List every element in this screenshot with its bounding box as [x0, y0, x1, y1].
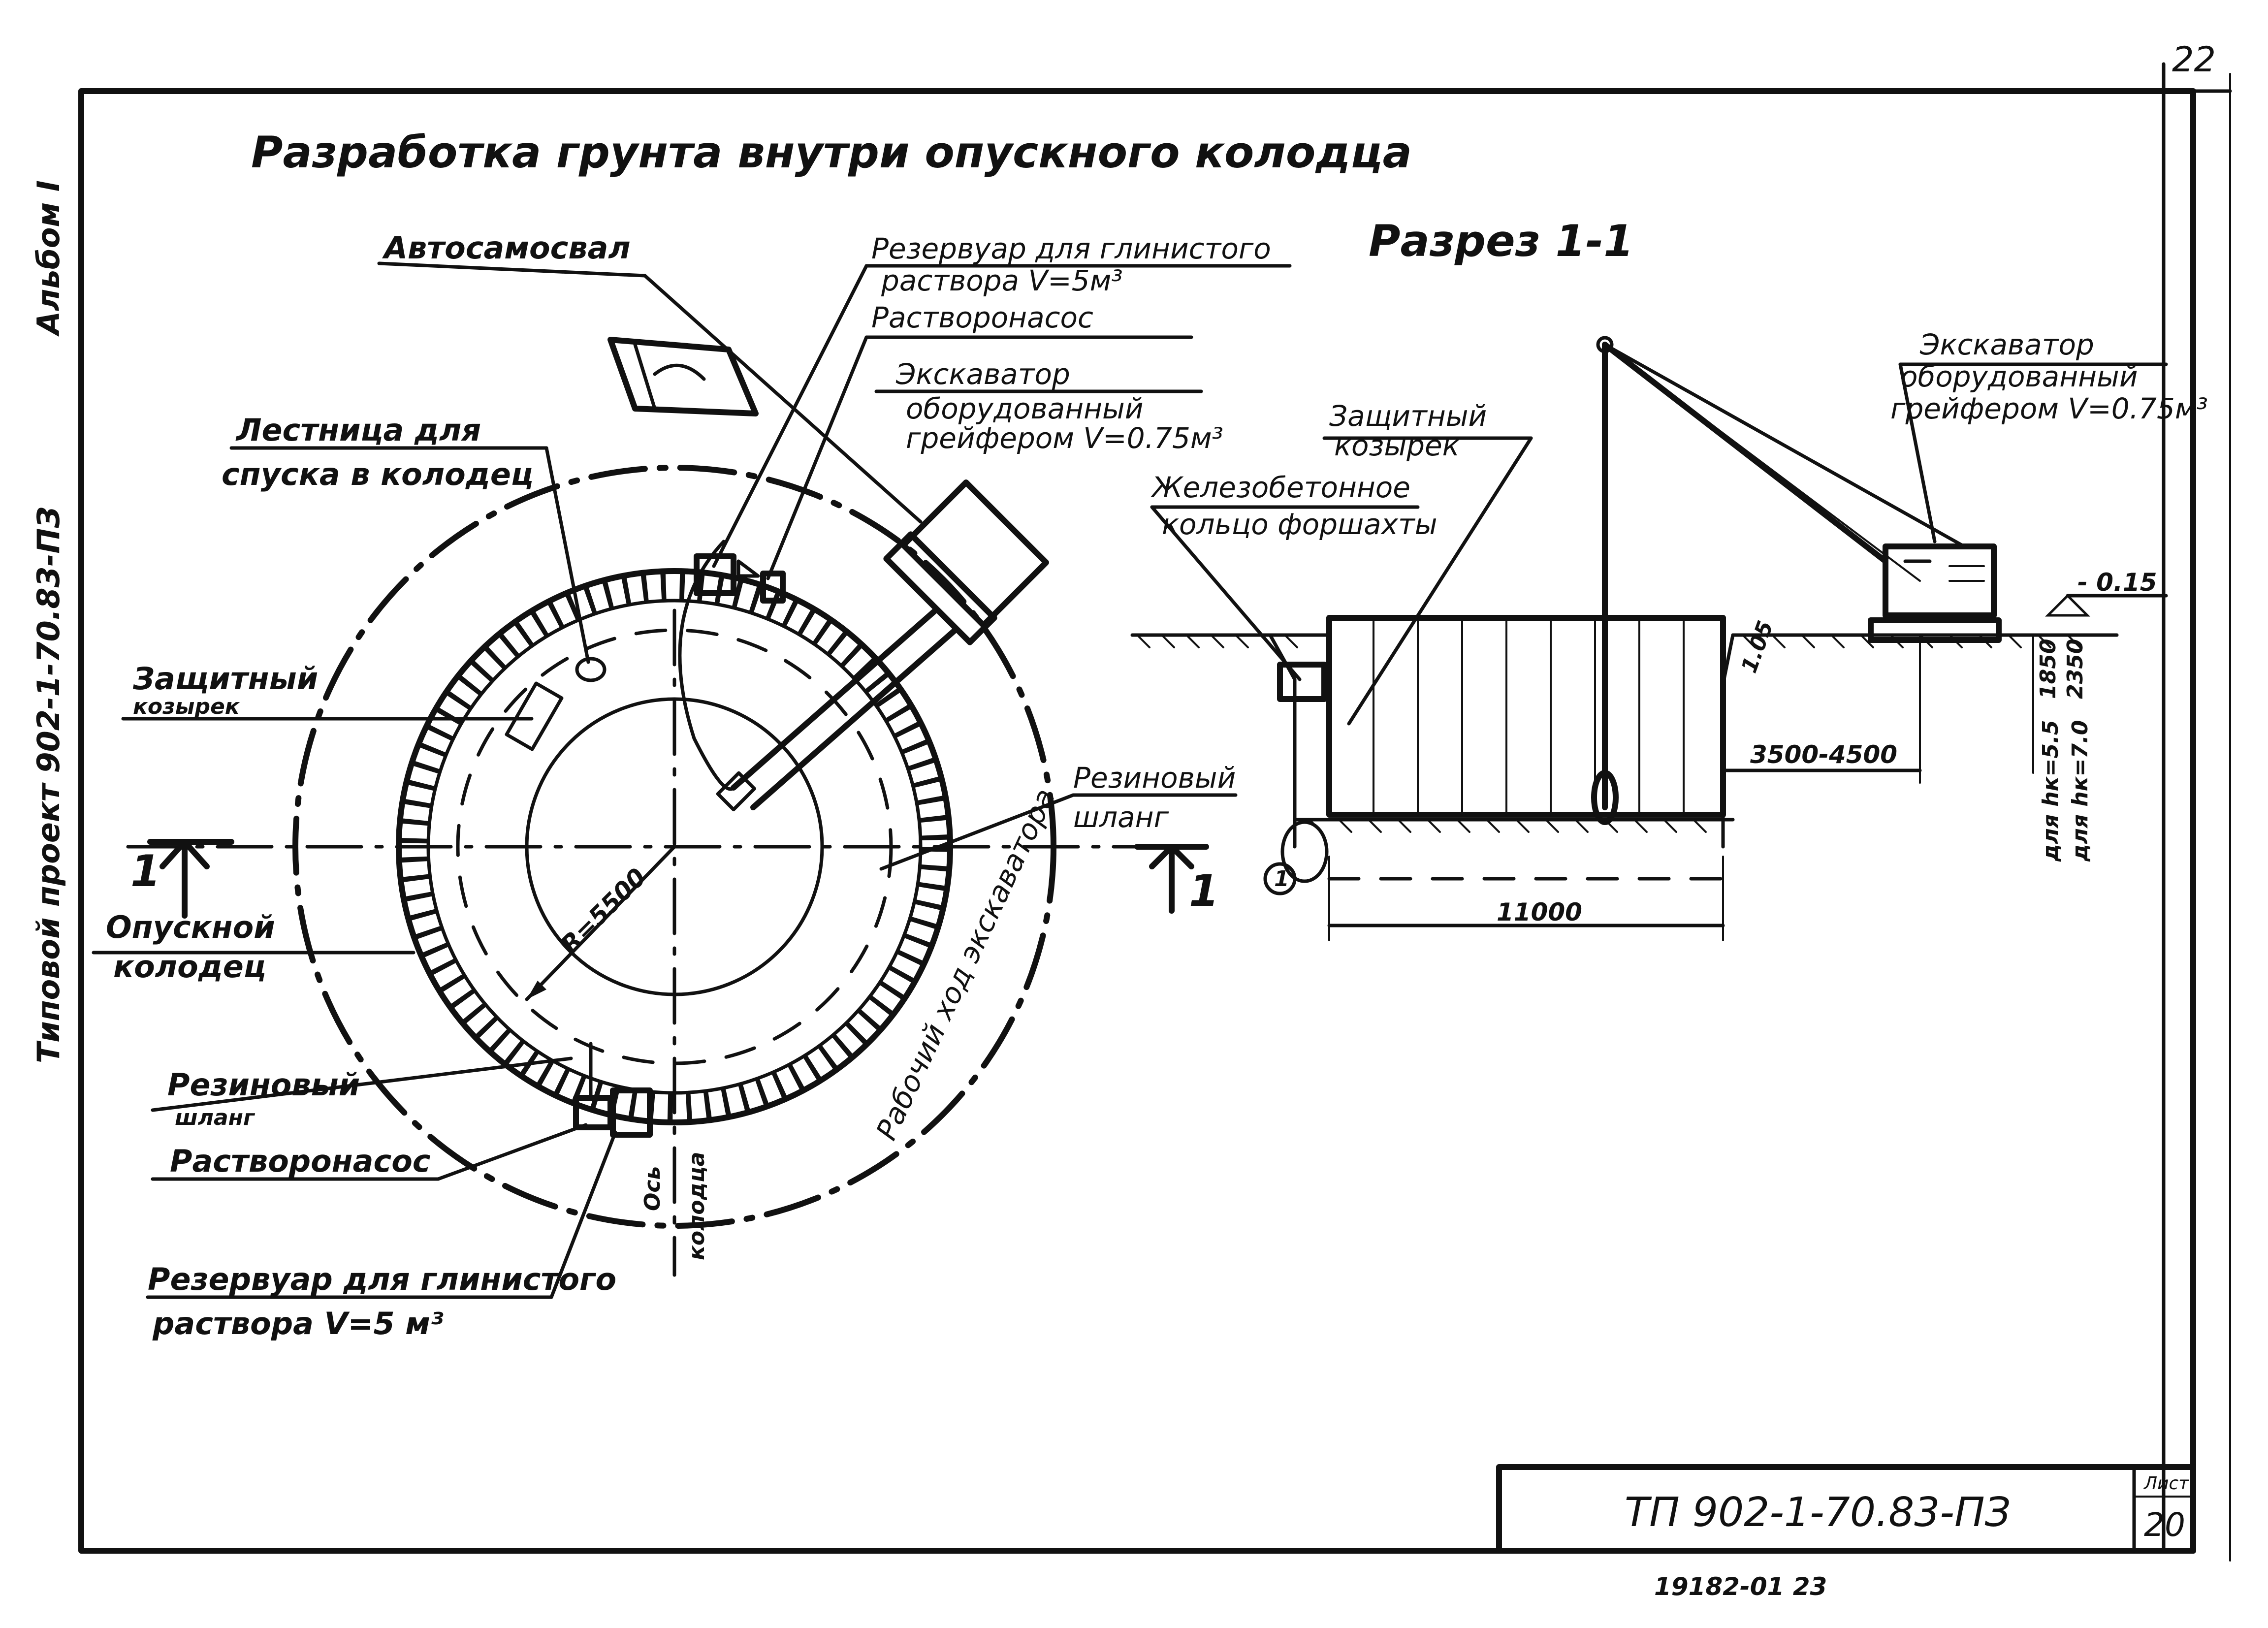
label-axis-2: колодца: [684, 1152, 709, 1260]
sec-label-ring-2: кольцо форшахты: [1162, 508, 1437, 541]
label-hose-bottom-2: шланг: [175, 1105, 256, 1130]
label-excavator-3: грейфером V=0.75м³: [906, 421, 1223, 455]
sec-dim-3500: 3500-4500: [1750, 740, 1897, 769]
sec-dim-11000: 11000: [1497, 898, 1582, 926]
label-hose-right-1: Резиновый: [1073, 761, 1236, 795]
plan-title: Разработка грунта внутри опускного колод…: [251, 127, 1412, 178]
excavator-plan-icon: [716, 479, 1049, 811]
label-shield-1: Защитный: [132, 661, 318, 697]
label-reservoir-top-2: раствора V=5м³: [881, 264, 1123, 297]
label-ladder-2: спуска в колодец: [222, 456, 534, 492]
label-reservoir-bottom-2: раствора V=5 м³: [152, 1306, 444, 1341]
sec-label-excavator-2: оборудованный: [1900, 360, 2138, 393]
sec-label-shield-1: Защитный: [1329, 399, 1487, 433]
page-number: 22: [2172, 39, 2216, 80]
sheet-label: Лист: [2143, 1473, 2189, 1494]
sec-label-excavator-1: Экскаватор: [1919, 328, 2094, 361]
label-pump-bottom: Растворонасос: [170, 1143, 431, 1179]
label-well-1: Опускной: [106, 909, 275, 945]
sec-note-hk55: для hк=5.5: [2038, 720, 2063, 862]
section-view: [1130, 336, 2168, 941]
cut-mark-right: 1: [1189, 865, 1219, 916]
sec-dim-1850: 1850: [2036, 639, 2061, 699]
sec-dim-105: 1.05: [1736, 617, 1778, 676]
album-label: Альбом I: [31, 180, 66, 337]
excavator-section-icon: [1868, 543, 2002, 643]
label-well-2: колодец: [113, 949, 266, 985]
sec-dim-2350: 2350: [2063, 639, 2088, 699]
sec-label-ring-1: Железобетонное: [1150, 471, 1410, 504]
label-hose-bottom-1: Резиновый: [167, 1067, 360, 1103]
sec-label-shield-2: козырек: [1334, 429, 1460, 462]
label-reservoir-bottom-1: Резервуар для глинистого: [148, 1261, 616, 1297]
label-dump-truck: Автосамосвал: [382, 230, 631, 266]
pump-reservoir-bottom: [573, 1042, 653, 1138]
stamp-code: ТП 902-1-70.83-ПЗ: [1625, 1489, 2011, 1536]
label-ladder-1: Лестница для: [235, 412, 481, 448]
section-title: Разрез 1-1: [1369, 216, 1633, 266]
radius-label: R=5500: [555, 862, 651, 959]
dump-truck-icon: [607, 337, 759, 416]
label-shield-2: козырек: [133, 694, 240, 719]
label-pump-top: Растворонасос: [871, 301, 1093, 334]
sheet-number: 20: [2144, 1506, 2185, 1544]
sec-label-excavator-3: грейфером V=0.75м³: [1890, 392, 2208, 425]
label-axis-1: Ось: [640, 1166, 665, 1211]
pump-reservoir-top: [678, 540, 786, 791]
sec-circle-number: 1: [1274, 866, 1289, 892]
sec-note-hk70: для hк=7.0: [2068, 720, 2093, 862]
section-circle-mark: [1263, 862, 1297, 895]
archive-code: 19182-01 23: [1654, 1572, 1827, 1601]
plan-view: R=5500: [92, 261, 1292, 1299]
label-reservoir-top-1: Резервуар для глинистого: [871, 232, 1271, 265]
label-excavator-2: оборудованный: [906, 392, 1144, 425]
label-excavator-1: Экскаватор: [895, 357, 1070, 391]
project-label: Типовой проект 902-1-70.83-ПЗ: [31, 507, 66, 1063]
sheet-frame: 22: [78, 39, 2232, 1562]
cut-mark-left: 1: [130, 846, 160, 896]
sec-label-level-top: - 0.15: [2077, 568, 2157, 597]
label-hose-right-2: шланг: [1073, 800, 1169, 834]
title-block: [1496, 1464, 2196, 1554]
